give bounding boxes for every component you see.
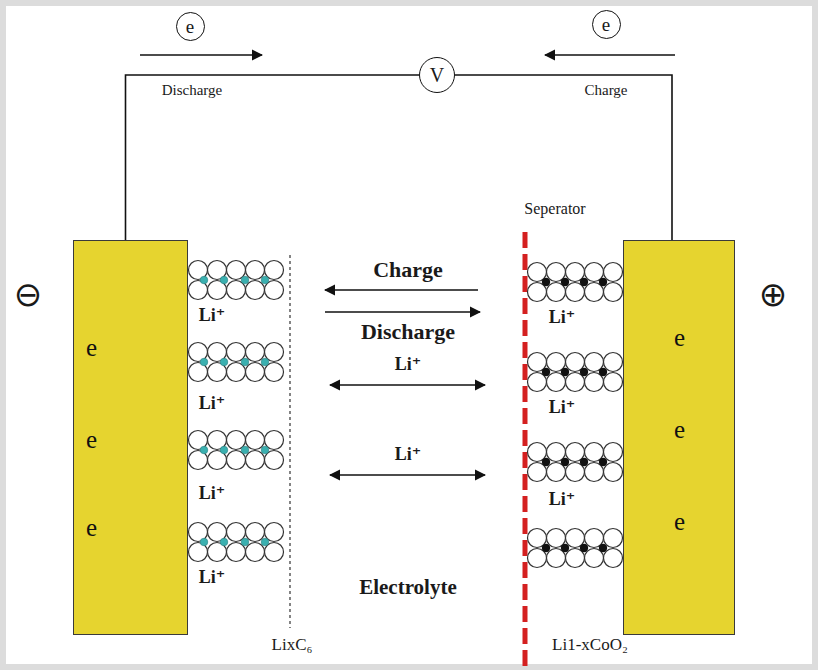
lattice-layers xyxy=(189,261,623,568)
lithium-ion-dot xyxy=(599,544,607,552)
lithium-ion-dot xyxy=(542,458,550,466)
oxide-atom xyxy=(604,263,623,282)
graphite-atom xyxy=(246,543,265,562)
lithium-ion-dot xyxy=(220,446,228,454)
ion-label: Li⁺ xyxy=(395,355,422,375)
lithium-ion-dot xyxy=(599,458,607,466)
lithium-ion-dot xyxy=(561,278,569,286)
lithium-ion-dot xyxy=(241,538,249,546)
part-label: Electrolyte xyxy=(359,576,457,599)
lithium-ion-dot xyxy=(261,358,269,366)
ion-arrow xyxy=(330,384,485,386)
lithium-ion-dot xyxy=(220,358,228,366)
electron-label: e xyxy=(674,509,685,534)
lithium-ion-dot xyxy=(200,446,208,454)
flow-label: Discharge xyxy=(361,320,455,344)
lithium-ion-dot xyxy=(599,278,607,286)
part-label: Seperator xyxy=(524,200,585,218)
symbol-letter: e xyxy=(602,15,610,34)
graphite-atom xyxy=(246,451,265,470)
polarity-sign: ⊕ xyxy=(759,276,788,313)
ion-label: Li⁺ xyxy=(199,568,226,588)
lithium-ion-dot xyxy=(220,538,228,546)
lithium-ion-dot xyxy=(241,276,249,284)
ion-arrow xyxy=(330,474,485,476)
lithium-ion-dot xyxy=(561,544,569,552)
lithium-ion-dot xyxy=(561,368,569,376)
charge-arrow xyxy=(325,289,478,291)
lithium-ion-dot xyxy=(261,446,269,454)
electron-symbol: e xyxy=(592,10,621,39)
lithium-ion-dot xyxy=(599,368,607,376)
graphite-atom xyxy=(246,523,265,542)
electron-label: e xyxy=(86,515,97,540)
lithium-ion-dot xyxy=(261,276,269,284)
wires xyxy=(126,75,673,240)
voltmeter: V xyxy=(419,57,455,93)
lithium-ion-dot xyxy=(200,538,208,546)
negative-electrode: e e e xyxy=(73,240,188,635)
lithium-ion-dot xyxy=(542,368,550,376)
lithium-ion-dot xyxy=(200,358,208,366)
lithium-ion-dot xyxy=(261,538,269,546)
lithium-ion-dot xyxy=(241,446,249,454)
part-label: Li1-xCoO₂ xyxy=(552,636,628,655)
symbol-letter: V xyxy=(430,65,444,85)
oxide-atom xyxy=(604,283,623,302)
graphite-atom xyxy=(246,431,265,450)
separator-line xyxy=(523,232,528,668)
lithium-ion-dot xyxy=(542,278,550,286)
ion-label: Li⁺ xyxy=(199,394,226,414)
graphite-atom xyxy=(246,343,265,362)
ion-label: Li⁺ xyxy=(199,484,226,504)
flow-label: Discharge xyxy=(162,82,223,99)
oxide-atom xyxy=(604,443,623,462)
flow-label: Charge xyxy=(373,258,443,282)
ion-label: Li⁺ xyxy=(199,306,226,326)
polarity-sign: ⊖ xyxy=(14,276,43,313)
graphite-atom xyxy=(246,363,265,382)
circuit-wire xyxy=(455,75,672,240)
ion-label: Li⁺ xyxy=(395,445,422,465)
charge-arrow xyxy=(545,54,675,56)
symbol-letter: e xyxy=(186,17,194,36)
lithium-ion-dot xyxy=(580,368,588,376)
circuit-wire xyxy=(126,75,420,240)
ion-label: Li⁺ xyxy=(549,490,576,510)
oxide-atom xyxy=(604,529,623,548)
lithium-ion-dot xyxy=(200,276,208,284)
ion-label: Li⁺ xyxy=(549,398,576,418)
part-label: LixC₆ xyxy=(272,636,313,655)
lithium-ion-dot xyxy=(580,278,588,286)
oxide-atom xyxy=(604,373,623,392)
lithium-ion-dot xyxy=(220,276,228,284)
electron-label: e xyxy=(674,325,685,350)
lithium-ion-dot xyxy=(580,458,588,466)
flow-label: Charge xyxy=(584,82,627,99)
oxide-atom xyxy=(604,549,623,568)
electron-label: e xyxy=(86,427,97,452)
electron-label: e xyxy=(674,417,685,442)
oxide-atom xyxy=(604,353,623,372)
lithium-ion-dot xyxy=(561,458,569,466)
positive-electrode: e e e xyxy=(623,240,735,635)
anode-boundary xyxy=(289,255,290,628)
lithium-ion-dot xyxy=(580,544,588,552)
discharge-arrow xyxy=(140,54,262,56)
graphite-atom xyxy=(246,281,265,300)
electron-symbol: e xyxy=(176,12,205,41)
discharge-arrow xyxy=(325,311,480,313)
oxide-atom xyxy=(604,463,623,482)
lithium-ion-dot xyxy=(241,358,249,366)
ion-label: Li⁺ xyxy=(549,308,576,328)
electron-label: e xyxy=(86,335,97,360)
lithium-ion-dot xyxy=(542,544,550,552)
graphite-atom xyxy=(246,261,265,280)
